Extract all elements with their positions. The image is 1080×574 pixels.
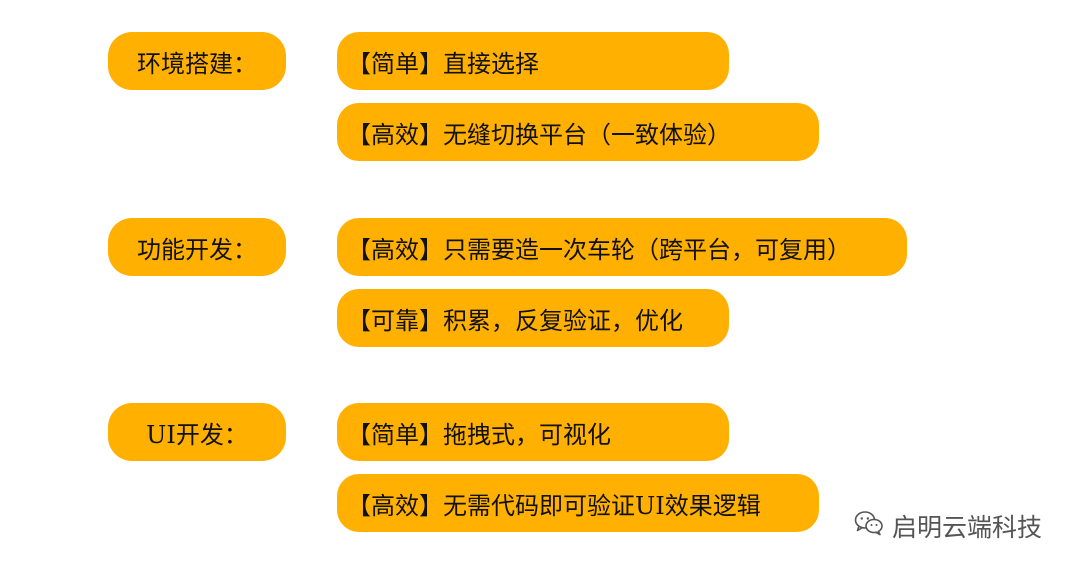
item-env-simple: 【简单】直接选择 (337, 32, 729, 90)
item-label: 【高效】无需代码即可验证UI效果逻辑 (347, 491, 761, 520)
watermark-text: 启明云端科技 (891, 513, 1042, 542)
category-feature-dev: 功能开发： (108, 218, 286, 276)
item-env-efficient: 【高效】无缝切换平台（一致体验） (337, 103, 819, 161)
category-ui-dev: UI开发： (108, 403, 286, 461)
item-ui-simple: 【简单】拖拽式，可视化 (337, 403, 729, 461)
watermark: 启明云端科技 (854, 508, 1042, 544)
item-label: 【简单】拖拽式，可视化 (347, 420, 611, 449)
item-label: 【高效】只需要造一次车轮（跨平台，可复用） (347, 235, 851, 264)
category-environment: 环境搭建： (108, 32, 286, 90)
item-label: 【高效】无缝切换平台（一致体验） (347, 120, 731, 149)
item-ui-efficient: 【高效】无需代码即可验证UI效果逻辑 (337, 474, 819, 532)
item-label: 【简单】直接选择 (347, 49, 539, 78)
category-label: 环境搭建： (137, 49, 257, 78)
wechat-icon (854, 510, 884, 542)
item-feature-efficient: 【高效】只需要造一次车轮（跨平台，可复用） (337, 218, 907, 276)
item-feature-reliable: 【可靠】积累，反复验证，优化 (337, 289, 729, 347)
category-label: UI开发： (146, 420, 248, 449)
item-label: 【可靠】积累，反复验证，优化 (347, 306, 683, 335)
category-label: 功能开发： (137, 235, 257, 264)
